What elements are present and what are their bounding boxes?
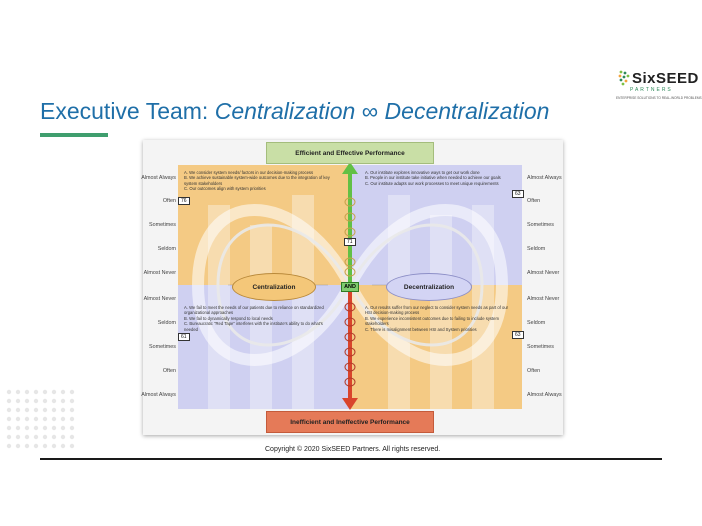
left-scale-label: Seldom [157, 320, 176, 326]
copyright-text: Copyright © 2020 SixSEED Partners. All r… [265, 446, 441, 453]
left-pole-oval: Centralization [232, 273, 316, 301]
infinity-symbol: ∞ [361, 98, 379, 124]
right-scale-label: Seldom [527, 320, 546, 326]
decorative-dot-grid [6, 389, 75, 449]
score-lower-right: 63 [512, 331, 524, 339]
left-scale-label: Often [162, 368, 176, 374]
bottom-performance-box: Inefficient and Ineffective Performance [266, 411, 434, 433]
title-right-pole: Decentralization [384, 98, 550, 124]
left-scale-label: Sometimes [149, 222, 176, 228]
page-title: Executive Team: Centralization ∞ Decentr… [40, 98, 549, 125]
left-scale-label: Seldom [157, 246, 176, 252]
logo-subtitle: PARTNERS [630, 87, 673, 93]
left-scale-label: Sometimes [149, 344, 176, 350]
lower-right-statements: A. Our results suffer from our neglect t… [365, 305, 515, 332]
right-scale-label: Almost Never [527, 270, 560, 276]
left-scale-label: Almost Never [143, 296, 176, 302]
statement: A. We consider system needs/ factors in … [184, 170, 314, 175]
statement: C. Bureaucratic "Red Tape" interferes wi… [184, 321, 323, 332]
title-left-pole: Centralization [214, 98, 356, 124]
right-scale-label: Often [527, 368, 541, 374]
right-scale-label: Almost Always [527, 175, 562, 181]
title-prefix: Executive Team: [40, 98, 209, 124]
statement: B. We achieve sustainable system-wide ou… [184, 175, 330, 186]
top-performance-box: Efficient and Effective Performance [266, 142, 434, 164]
and-connector: AND [341, 282, 359, 292]
right-scale-label: Seldom [527, 246, 546, 252]
statement: A. Our results suffer from our neglect t… [365, 305, 509, 316]
title-underline [40, 133, 108, 137]
logo-dots-icon [618, 70, 630, 86]
left-scale-label: Almost Always [141, 175, 176, 181]
central-performance-arrow [342, 162, 358, 410]
statement: B. We experience inconsistent outcomes d… [365, 315, 499, 327]
logo-wordmark: SixSEED [632, 70, 699, 87]
right-scale-label: Often [527, 198, 541, 204]
infinity-loop-graphic [191, 195, 509, 409]
lower-left-quadrant [178, 285, 350, 409]
statement: B. We fail to dynamically respond to loc… [184, 315, 273, 321]
footer-divider [40, 458, 662, 460]
lower-left-statements: A. We fail to meet the needs of our pati… [184, 305, 334, 332]
left-scale-label: Almost Always [141, 392, 176, 398]
right-scale-label: Almost Never [527, 296, 560, 302]
statement: B. People in our institute take initiati… [365, 175, 501, 181]
score-upper-left: 76 [178, 197, 190, 205]
left-scale-label: Often [162, 198, 176, 204]
score-center: 71 [344, 238, 356, 246]
lower-right-quadrant [350, 285, 522, 409]
left-scale-label: Almost Never [143, 270, 176, 276]
right-scale-label: Sometimes [527, 222, 554, 228]
logo-tagline: ENTERPRISE SOLUTIONS TO REAL-WORLD PROBL… [616, 96, 702, 100]
upper-left-statements: A. We consider system needs/ factors in … [184, 170, 334, 192]
statement: C. There is misalignment between HSI and… [365, 326, 477, 332]
score-upper-right: 63 [512, 190, 524, 198]
statement: C. Our outcomes align with system priori… [184, 186, 266, 192]
statement: A. We fail to meet the needs of our pati… [184, 305, 324, 316]
right-scale-label: Sometimes [527, 344, 554, 350]
statement: C. Our institute adapts our work process… [365, 180, 499, 186]
right-scale-label: Almost Always [527, 392, 562, 398]
score-lower-left: 61 [178, 333, 190, 341]
statement: A. Our institute explores innovative way… [365, 170, 480, 175]
right-pole-oval: Decentralization [386, 273, 472, 301]
upper-right-statements: A. Our institute explores innovative way… [365, 170, 515, 186]
